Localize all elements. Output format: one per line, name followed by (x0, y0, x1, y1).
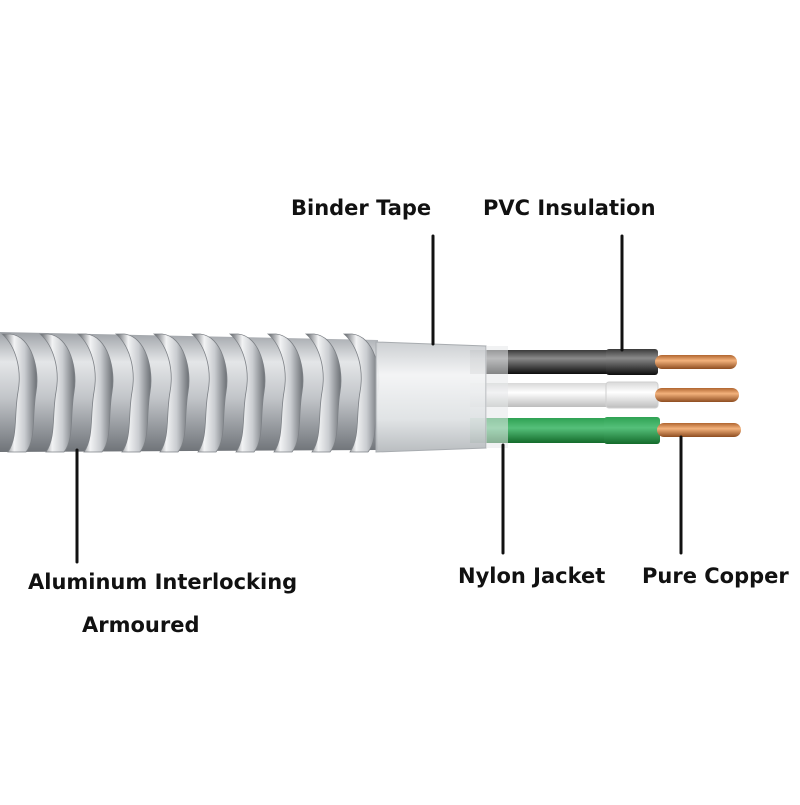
copper-core-green (657, 423, 741, 437)
armor-ridge (0, 333, 38, 453)
armor-ridge (76, 333, 114, 453)
black-conductor (470, 349, 737, 375)
armor-ridge (266, 333, 304, 453)
armor-ridges (0, 333, 380, 453)
binder-tape-label: Binder Tape (291, 196, 432, 220)
pure-copper-label: Pure Copper (642, 564, 789, 588)
aluminum-armor-label-line2: Armoured (82, 613, 200, 637)
binder-tape (375, 341, 508, 453)
armor-ridge (228, 333, 266, 453)
white-conductor (470, 381, 739, 409)
armor-ridge (114, 333, 152, 453)
copper-core-white (655, 388, 739, 402)
copper-core-black (655, 355, 737, 369)
pvc-insulation-label: PVC Insulation (483, 196, 656, 220)
aluminum-armor-label: Aluminum Interlocking (28, 570, 298, 594)
armor-ridge (38, 333, 76, 453)
armor-ridge (152, 333, 190, 453)
armor-ridge (190, 333, 228, 453)
leader-lines (75, 234, 683, 564)
aluminum-armor (0, 332, 380, 453)
armor-ridge (304, 333, 342, 453)
green-conductor (470, 417, 741, 444)
nylon-jacket-label: Nylon Jacket (458, 564, 606, 588)
